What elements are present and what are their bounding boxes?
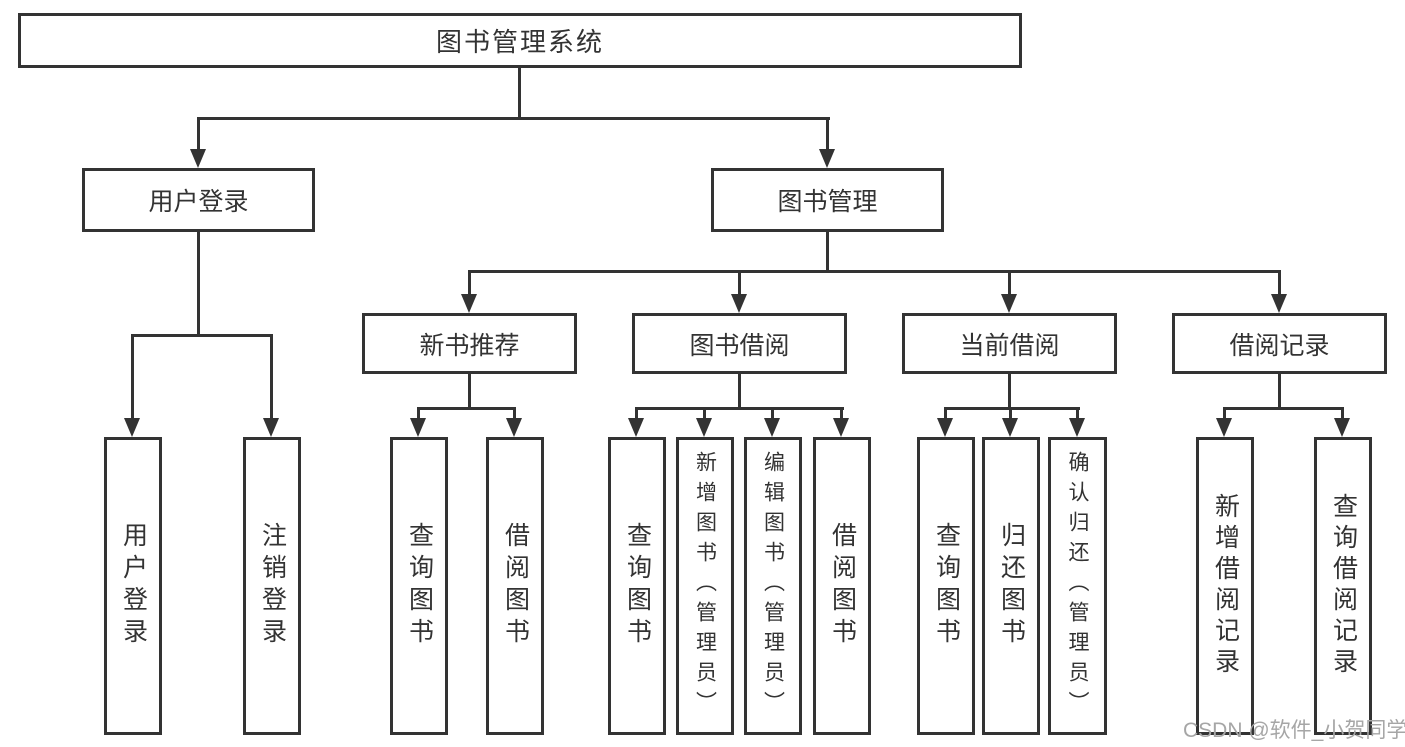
leaf-label: 查询图书 — [932, 522, 961, 650]
leaf-query-books: 查询图书 — [390, 437, 448, 735]
node-label: 图书管理系统 — [435, 27, 604, 57]
arrowhead-down-icon — [1069, 418, 1085, 437]
connector-hline — [417, 407, 516, 410]
connector-vline — [1076, 407, 1079, 421]
leaf-confirm-return-admin: 确认归还（管理员） — [1048, 437, 1107, 735]
arrowhead-down-icon — [506, 418, 522, 437]
node-borrow-records: 借阅记录 — [1172, 313, 1387, 374]
leaf-label: 新增借阅记录 — [1211, 493, 1240, 679]
connector-vline — [826, 232, 829, 273]
node-label: 图书管理 — [777, 188, 878, 216]
leaf-label: 用户登录 — [119, 522, 148, 650]
connector-vline — [468, 374, 471, 410]
leaf-return-books: 归还图书 — [982, 437, 1040, 735]
arrowhead-down-icon — [819, 149, 835, 168]
leaf-query-borrow-record: 查询借阅记录 — [1314, 437, 1372, 735]
watermark: CSDN @软件_小贺同学 — [1183, 719, 1405, 742]
connector-hline — [468, 270, 1281, 273]
leaf-label: 确认归还（管理员） — [1066, 451, 1089, 721]
node-label: 图书借阅 — [689, 331, 790, 360]
connector-vline — [131, 334, 134, 420]
connector-hline — [131, 334, 273, 337]
connector-vline — [417, 407, 420, 421]
connector-vline — [468, 270, 471, 296]
connector-vline — [1223, 407, 1226, 421]
connector-vline — [771, 407, 774, 421]
arrowhead-down-icon — [1216, 418, 1232, 437]
connector-vline — [738, 270, 741, 296]
connector-vline — [635, 407, 638, 421]
connector-hline — [635, 407, 844, 410]
leaf-logout: 注销登录 — [243, 437, 301, 735]
arrowhead-down-icon — [1271, 294, 1287, 313]
arrowhead-down-icon — [696, 418, 712, 437]
leaf-add-borrow-record: 新增借阅记录 — [1196, 437, 1254, 735]
leaf-label: 查询借阅记录 — [1329, 493, 1358, 679]
arrowhead-down-icon — [124, 418, 140, 437]
connector-vline — [944, 407, 947, 421]
connector-vline — [703, 407, 706, 421]
leaf-edit-book-admin: 编辑图书（管理员） — [744, 437, 802, 735]
connector-hline — [944, 407, 1080, 410]
connector-vline — [270, 334, 273, 420]
leaf-label: 查询图书 — [405, 522, 434, 650]
connector-vline — [840, 407, 843, 421]
connector-vline — [197, 117, 200, 150]
connector-vline — [513, 407, 516, 421]
connector-vline — [518, 68, 521, 118]
node-label: 当前借阅 — [959, 331, 1060, 360]
leaf-label: 借阅图书 — [501, 522, 530, 650]
node-label: 借阅记录 — [1229, 331, 1330, 360]
arrowhead-down-icon — [1334, 418, 1350, 437]
node-new-book-recommend: 新书推荐 — [362, 313, 577, 374]
connector-vline — [826, 117, 829, 150]
node-label: 用户登录 — [148, 188, 249, 216]
arrowhead-down-icon — [1001, 294, 1017, 313]
leaf-label: 编辑图书（管理员） — [761, 451, 785, 721]
arrowhead-down-icon — [461, 294, 477, 313]
leaf-query-books-3: 查询图书 — [917, 437, 975, 735]
leaf-borrow-books-2: 借阅图书 — [813, 437, 871, 735]
leaf-user-login: 用户登录 — [104, 437, 162, 735]
arrowhead-down-icon — [190, 149, 206, 168]
connector-vline — [1278, 270, 1281, 296]
arrowhead-down-icon — [937, 418, 953, 437]
leaf-label: 借阅图书 — [828, 522, 857, 650]
node-user-login: 用户登录 — [82, 168, 315, 232]
arrowhead-down-icon — [1002, 418, 1018, 437]
node-book-management: 图书管理 — [711, 168, 944, 232]
arrowhead-down-icon — [833, 418, 849, 437]
arrowhead-down-icon — [263, 418, 279, 437]
leaf-label: 新增图书（管理员） — [693, 451, 717, 721]
connector-hline — [1223, 407, 1344, 410]
connector-vline — [1341, 407, 1344, 421]
leaf-add-book-admin: 新增图书（管理员） — [676, 437, 734, 735]
arrowhead-down-icon — [731, 294, 747, 313]
arrowhead-down-icon — [628, 418, 644, 437]
arrowhead-down-icon — [410, 418, 426, 437]
leaf-label: 注销登录 — [258, 522, 287, 650]
connector-vline — [1008, 270, 1011, 296]
node-current-borrow: 当前借阅 — [902, 313, 1117, 374]
connector-vline — [1009, 407, 1012, 421]
leaf-borrow-books: 借阅图书 — [486, 437, 544, 735]
arrowhead-down-icon — [764, 418, 780, 437]
connector-vline — [738, 374, 741, 410]
connector-vline — [197, 232, 200, 336]
node-book-borrow: 图书借阅 — [632, 313, 847, 374]
leaf-label: 查询图书 — [623, 522, 652, 650]
connector-vline — [1278, 374, 1281, 410]
connector-vline — [1008, 374, 1011, 410]
leaf-query-books-2: 查询图书 — [608, 437, 666, 735]
node-book-management-system: 图书管理系统 — [18, 13, 1022, 68]
leaf-label: 归还图书 — [997, 522, 1026, 650]
connector-hline — [197, 117, 830, 120]
node-label: 新书推荐 — [419, 331, 520, 360]
